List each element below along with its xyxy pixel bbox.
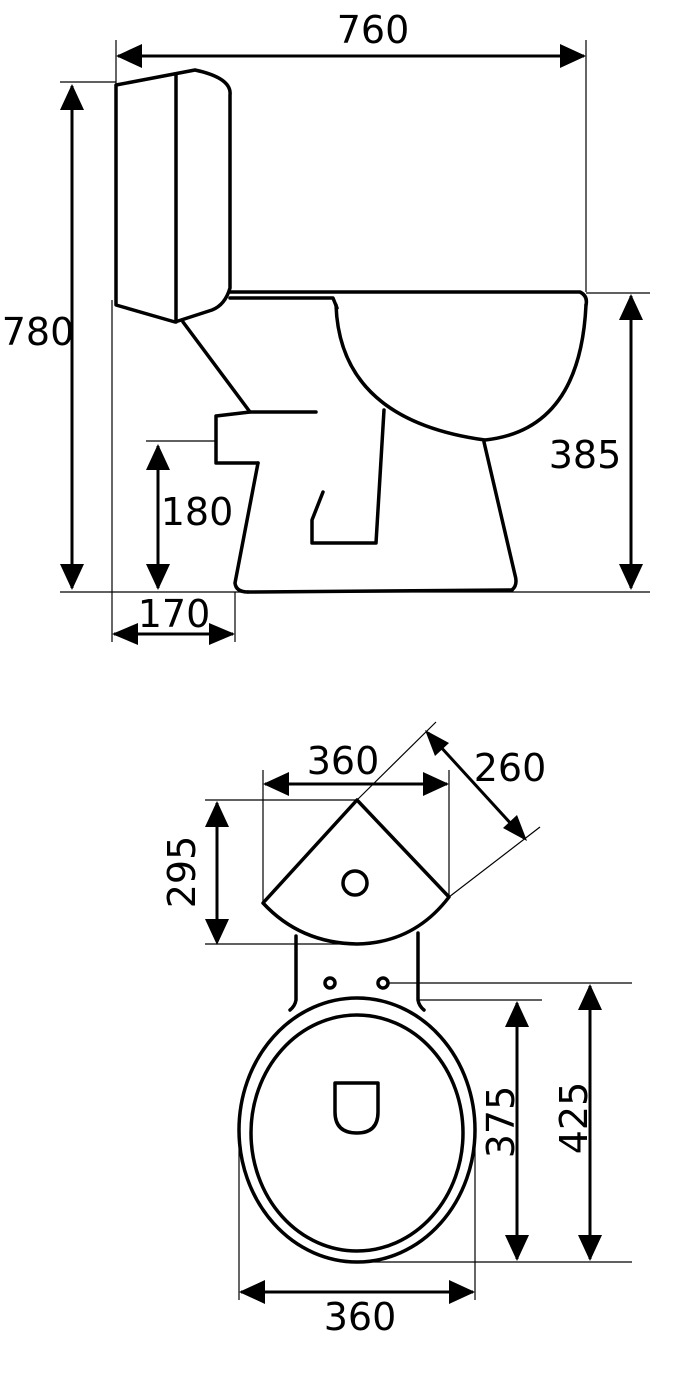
pedestal-right [482, 440, 518, 592]
dimension-tank-depth: 295 [160, 801, 229, 945]
dimension-label-180: 180 [161, 490, 234, 534]
bowl-inner-ellipse [249, 1013, 465, 1253]
dimension-overall-height: 780 [2, 84, 84, 590]
dimension-bowl-height: 385 [549, 294, 643, 590]
trapway [310, 408, 386, 545]
dimension-outlet-offset: 170 [112, 592, 235, 645]
dimension-label-360-top: 360 [307, 739, 380, 783]
dimension-bowl-width: 360 [239, 1280, 475, 1339]
hinge-hole-left [323, 976, 337, 990]
bowl-rim [228, 290, 589, 307]
dimension-label-780: 780 [2, 310, 75, 354]
top-view: 360 260 295 375 425 [160, 721, 632, 1339]
bowl-curve [334, 303, 588, 442]
bowl-neck-right [416, 931, 426, 1012]
pedestal-left [233, 461, 260, 594]
flush-button [341, 869, 369, 897]
hinge-hole-right [376, 976, 390, 990]
cistern-neck [181, 320, 318, 414]
dimension-label-375: 375 [479, 1086, 523, 1159]
rim-step [228, 296, 339, 310]
dimension-label-425: 425 [552, 1082, 596, 1155]
side-view: 760 780 385 180 170 [2, 8, 650, 645]
bowl-neck-left [288, 934, 298, 1012]
dimension-label-295: 295 [160, 836, 204, 909]
dimension-tank-diagonal: 260 [425, 730, 546, 841]
ext-diag-2 [448, 826, 541, 898]
bowl-outer-ellipse [237, 996, 477, 1264]
dimension-label-170: 170 [138, 592, 211, 636]
drain-outline [333, 1081, 380, 1135]
cistern-profile [114, 68, 232, 324]
dimension-label-360-bottom: 360 [324, 1295, 397, 1339]
dimension-bowl-length: 425 [552, 984, 602, 1261]
dimension-outlet-height: 180 [146, 444, 233, 590]
dimension-tank-width: 360 [263, 739, 449, 796]
dimension-label-760: 760 [337, 8, 410, 52]
dimension-overall-length: 760 [116, 8, 586, 68]
ext-diag-1 [356, 721, 437, 801]
dimension-label-260: 260 [474, 746, 547, 790]
dimension-seat-length: 375 [479, 1001, 529, 1261]
outlet-horn [214, 410, 260, 465]
dimension-label-385: 385 [549, 433, 622, 477]
